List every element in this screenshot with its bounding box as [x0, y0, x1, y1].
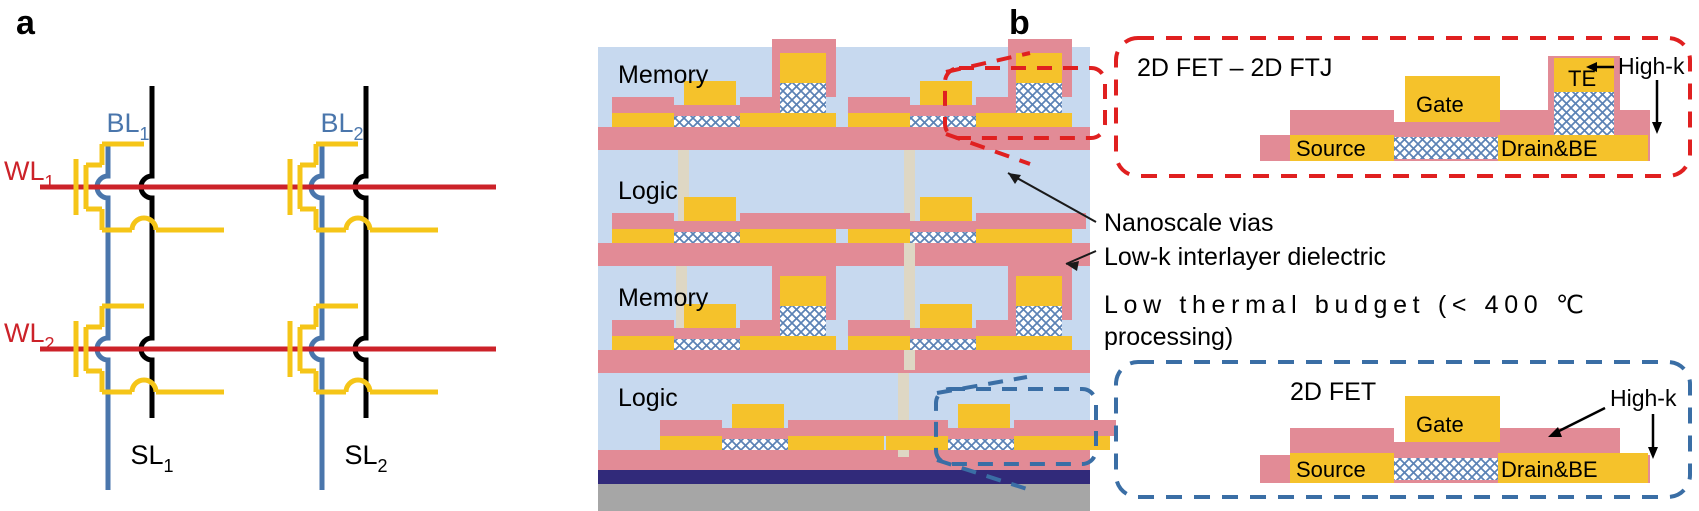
- bit-line-group: [94, 143, 325, 490]
- panel-a-letter: a: [16, 4, 35, 42]
- nanoscale-vias-group: [676, 150, 915, 457]
- memory-callout-te-label: TE: [1568, 66, 1596, 91]
- annotation-thermal-budget: Low thermal budget (< 400 ℃ processing): [1104, 291, 1584, 351]
- nanoscale-vias-arrowhead: [1008, 173, 1021, 184]
- select-line-2[interactable]: [352, 86, 369, 418]
- word-line-2-label: WL2: [4, 318, 55, 354]
- memory-callout-highk-arrowhead-down: [1652, 122, 1662, 134]
- annotation-nanoscale-vias: Nanoscale vias: [1104, 209, 1274, 237]
- nanoscale-via[interactable]: [898, 373, 909, 457]
- tier-label-logic-upper: Logic: [618, 177, 678, 205]
- panel-b-letter: b: [1009, 4, 1030, 42]
- tier3-metal-line: [598, 243, 1090, 266]
- tier1-metal-line: [598, 450, 1090, 470]
- nanoscale-via[interactable]: [676, 266, 687, 350]
- logic-callout-source-label: Source: [1296, 457, 1366, 482]
- logic-callout-selection-box[interactable]: [934, 387, 1098, 466]
- select-line-1-label: SL1: [130, 440, 173, 476]
- tier2-metal-line: [598, 350, 1090, 373]
- memory-callout-drain-be-label: Drain&BE: [1501, 136, 1598, 161]
- logic-callout-highk-label: High-k: [1610, 385, 1677, 411]
- word-line-group: [40, 184, 496, 352]
- tier-metal-lines: [598, 127, 1090, 470]
- memory-callout-leader-top: [945, 51, 1031, 74]
- memory-callout-highk-left: [1290, 110, 1394, 135]
- memory-callout-te-metal: [1554, 58, 1614, 92]
- logic-callout-title: 2D FET: [1290, 378, 1376, 406]
- logic-callout-highk-arrowhead-down: [1648, 447, 1658, 459]
- logic-callout-gate-metal: [1405, 396, 1500, 442]
- memory-callout-drain-be-pad: [1498, 133, 1648, 161]
- silicon-substrate: [598, 484, 1090, 511]
- memory-callout-highk-channel: [1394, 122, 1498, 137]
- memory-callout-highk-label: High-k: [1618, 53, 1685, 79]
- panel-a: a: [0, 0, 500, 511]
- tier4-metal-line: [598, 127, 1090, 150]
- panel-a-schematic: BL1 BL2 WL1 WL2 SL1 SL2: [4, 86, 496, 490]
- word-line-1-label: WL1: [4, 156, 55, 192]
- bit-line-1-label: BL1: [106, 108, 149, 144]
- bit-line-2[interactable]: [308, 143, 325, 490]
- logic-callout-highk-arrowhead-diag: [1548, 427, 1562, 437]
- panel-b-cross-section: Memory Logic Memory Logic Nanoscale vias: [598, 36, 1692, 511]
- panel-b: b: [500, 0, 1699, 511]
- logic-callout-gate-label: Gate: [1416, 412, 1464, 437]
- memory-callout-ftj-barrier: [1554, 92, 1614, 135]
- tier-label-logic-bottom: Logic: [618, 384, 678, 412]
- memory-callout-selection-box[interactable]: [943, 66, 1107, 140]
- tier-label-memory-lower: Memory: [618, 284, 709, 312]
- nanoscale-via[interactable]: [678, 150, 689, 243]
- logic-callout-leader-bottom: [936, 458, 1028, 491]
- memory-callout-title: 2D FET – 2D FTJ: [1137, 54, 1332, 82]
- select-line-2-label: SL2: [344, 440, 387, 476]
- nanoscale-vias-leader: [1007, 172, 1097, 223]
- logic-callout-drain-be-label: Drain&BE: [1501, 457, 1598, 482]
- select-line-1[interactable]: [138, 86, 155, 418]
- annotation-thermal-budget-line2: processing): [1104, 323, 1233, 351]
- logic-callout-2d-channel: [1394, 458, 1498, 480]
- memory-callout-panel: 2D FET – 2D FTJ: [1114, 36, 1692, 178]
- memory-callout-gate-metal: [1405, 76, 1500, 122]
- memory-callout-leader-bottom: [945, 132, 1031, 166]
- bit-line-2-label: BL2: [320, 108, 363, 144]
- logic-callout-highk-channel: [1394, 442, 1498, 458]
- memory-callout-highk-far-right: [1620, 110, 1650, 135]
- tier-label-memory-top: Memory: [618, 61, 709, 89]
- logic-callout-drain-be-pad: [1498, 453, 1648, 483]
- logic-callout-highk-pointer-diag: [1554, 406, 1606, 435]
- memory-callout-source-pad: [1290, 133, 1394, 161]
- logic-callout-source-pad: [1290, 453, 1394, 483]
- annotation-thermal-budget-line1: Low thermal budget (< 400 ℃: [1104, 291, 1584, 319]
- select-line-group: [138, 86, 369, 418]
- low-k-arrowhead: [1066, 261, 1079, 271]
- nanoscale-via[interactable]: [904, 150, 915, 370]
- annotation-low-k: Low-k interlayer dielectric: [1104, 243, 1386, 271]
- memory-callout-highk-arrowhead-left: [1586, 62, 1597, 72]
- memory-callout-gate-label: Gate: [1416, 92, 1464, 117]
- bit-line-1[interactable]: [94, 143, 111, 490]
- low-k-leader: [1065, 250, 1097, 265]
- memory-callout-source-label: Source: [1296, 136, 1366, 161]
- annotation-leaders: [1007, 172, 1097, 271]
- logic-callout-highk-left: [1290, 428, 1394, 453]
- logic-callout-panel: 2D FET Source Gate Drain&BE High-k: [1114, 360, 1692, 499]
- memory-callout-2d-channel: [1394, 137, 1498, 159]
